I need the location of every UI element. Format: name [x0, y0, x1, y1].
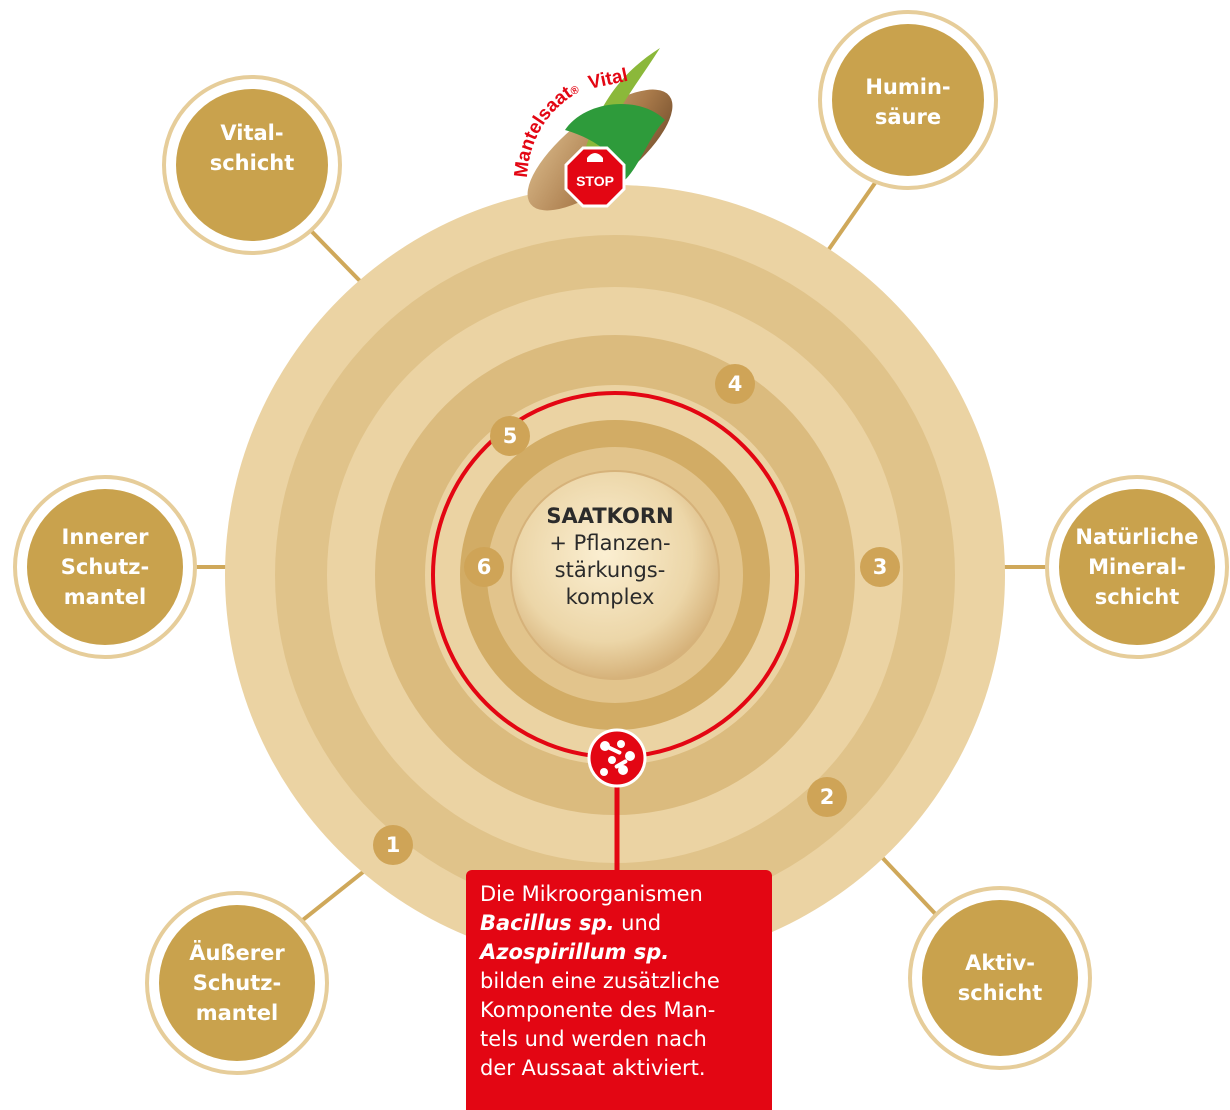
badge-4: [715, 364, 755, 404]
info-line-3: Azospirillum sp.: [480, 940, 670, 964]
core-subtitle: + Pflanzen- stärkungs- komplex: [549, 531, 671, 609]
microorganism-icon: [587, 728, 647, 788]
badge-number-6: 6: [476, 555, 492, 579]
badge-6: [464, 547, 504, 587]
badge-number-1: 1: [385, 833, 401, 857]
info-line-1: Die Mikroorganismen: [480, 882, 703, 906]
label-circle-3: [1045, 475, 1229, 659]
layer-label-5: Vital-schicht: [209, 121, 295, 175]
layer-label-2: Aktiv-schicht: [957, 951, 1043, 1005]
stop-sign-icon: STOP: [564, 146, 626, 208]
info-line-7: der Aussaat aktiviert.: [480, 1056, 706, 1080]
layer-label-circles: [13, 10, 1229, 1075]
microorganism-info-box: Die Mikroorganismen Bacillus sp. und Azo…: [466, 870, 772, 1110]
green-band-icon: [565, 103, 665, 180]
badge-number-4: 4: [727, 372, 743, 396]
svg-text:STOP: STOP: [576, 173, 614, 189]
layer-label-4: Humin-säure: [865, 75, 951, 129]
info-line-6: tels und werden nach: [480, 1027, 707, 1051]
number-badges: [373, 364, 900, 865]
badge-number-5: 5: [502, 424, 518, 448]
info-line-5: Komponente des Man-: [480, 998, 716, 1022]
label-circle-1: [145, 891, 329, 1075]
seed-core: [510, 470, 720, 680]
label-circle-2: [908, 886, 1092, 1070]
badge-1: [373, 825, 413, 865]
info-line-2: Bacillus sp. und: [480, 911, 662, 935]
label-circle-6: [13, 475, 197, 659]
label-circle-5: [162, 75, 342, 255]
info-line-4: bilden eine zusätzliche: [480, 969, 720, 993]
badge-number-2: 2: [819, 785, 835, 809]
badge-number-3: 3: [872, 555, 888, 579]
core-title: SAATKORN: [546, 504, 674, 528]
badge-5: [490, 416, 530, 456]
seed-core-label: SAATKORN + Pflanzen- stärkungs- komplex: [520, 503, 700, 611]
badge-2: [807, 777, 847, 817]
badge-3: [860, 547, 900, 587]
label-circle-4: [818, 10, 998, 190]
